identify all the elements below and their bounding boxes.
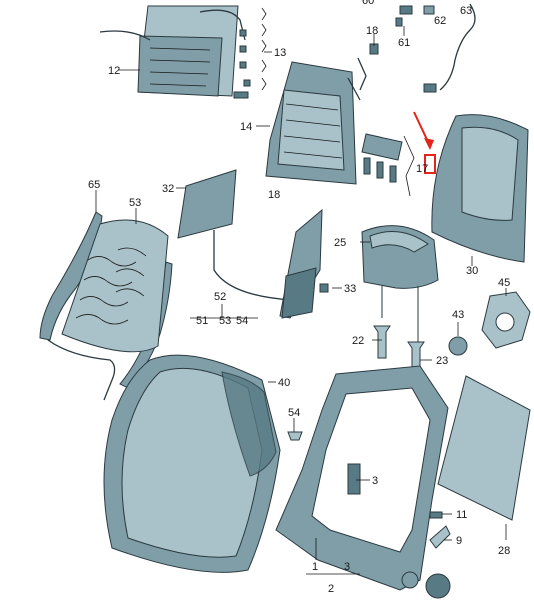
part-28-rear-panel (437, 375, 531, 521)
part-43-knob (448, 336, 468, 356)
label-2: 2 (328, 583, 334, 595)
label-22: 22 (352, 335, 364, 347)
label-63: 63 (460, 5, 472, 17)
label-28: 28 (498, 545, 510, 557)
part-1-seat-frame (275, 365, 451, 599)
part-14-backrest-frame (265, 57, 367, 185)
label-11: 11 (456, 509, 467, 521)
label-13: 13 (274, 47, 286, 59)
label-62: 62 (434, 15, 446, 27)
label-52: 52 (214, 291, 226, 303)
callout-labels: 60 63 18 61 62 13 12 14 17 18 32 65 53 2… (88, 0, 510, 595)
label-40: 40 (278, 377, 290, 389)
part-33-side-bracket (279, 208, 329, 319)
label-17: 17 (416, 163, 428, 175)
part-45-cover-cap (481, 291, 531, 349)
label-43: 43 (452, 309, 464, 321)
label-51: 51 (196, 315, 208, 327)
label-61: 61 (398, 37, 410, 49)
part-12-lumbar-mat (99, 5, 246, 97)
part-13-clips (233, 7, 267, 99)
label-54: 54 (236, 315, 248, 327)
label-30: 30 (466, 265, 478, 277)
part-30-backrest-panel (431, 114, 529, 263)
part-9-11-clips (429, 511, 451, 549)
part-22-23-guides (373, 325, 425, 373)
label-65: 65 (88, 179, 100, 191)
leader-lines (95, 26, 507, 575)
label-25: 25 (334, 237, 346, 249)
label-54-b: 54 (288, 407, 300, 419)
label-33: 33 (344, 283, 356, 295)
label-18-top: 18 (366, 25, 378, 37)
label-9: 9 (456, 535, 462, 547)
label-32: 32 (162, 183, 174, 195)
part-25-headrest (361, 225, 439, 342)
part-17-plates (361, 133, 415, 197)
part-32-side-trim (177, 169, 293, 301)
label-23: 23 (436, 355, 448, 367)
part-54-clip (287, 431, 303, 441)
label-60: 60 (362, 0, 374, 7)
label-3: 3 (372, 475, 378, 487)
label-14: 14 (240, 121, 252, 133)
label-3-b: 3 (344, 561, 350, 573)
part-53-foam-pad (47, 219, 169, 401)
part-40-backrest-cover (103, 354, 281, 573)
parts-60-63-fasteners-harness (369, 3, 476, 93)
label-53: 53 (129, 197, 141, 209)
highlight-marker (413, 111, 436, 174)
label-18-mid: 18 (268, 189, 280, 201)
label-12: 12 (108, 65, 120, 77)
label-45: 45 (498, 277, 510, 289)
label-53-b: 53 (219, 315, 231, 327)
label-1: 1 (312, 561, 318, 573)
